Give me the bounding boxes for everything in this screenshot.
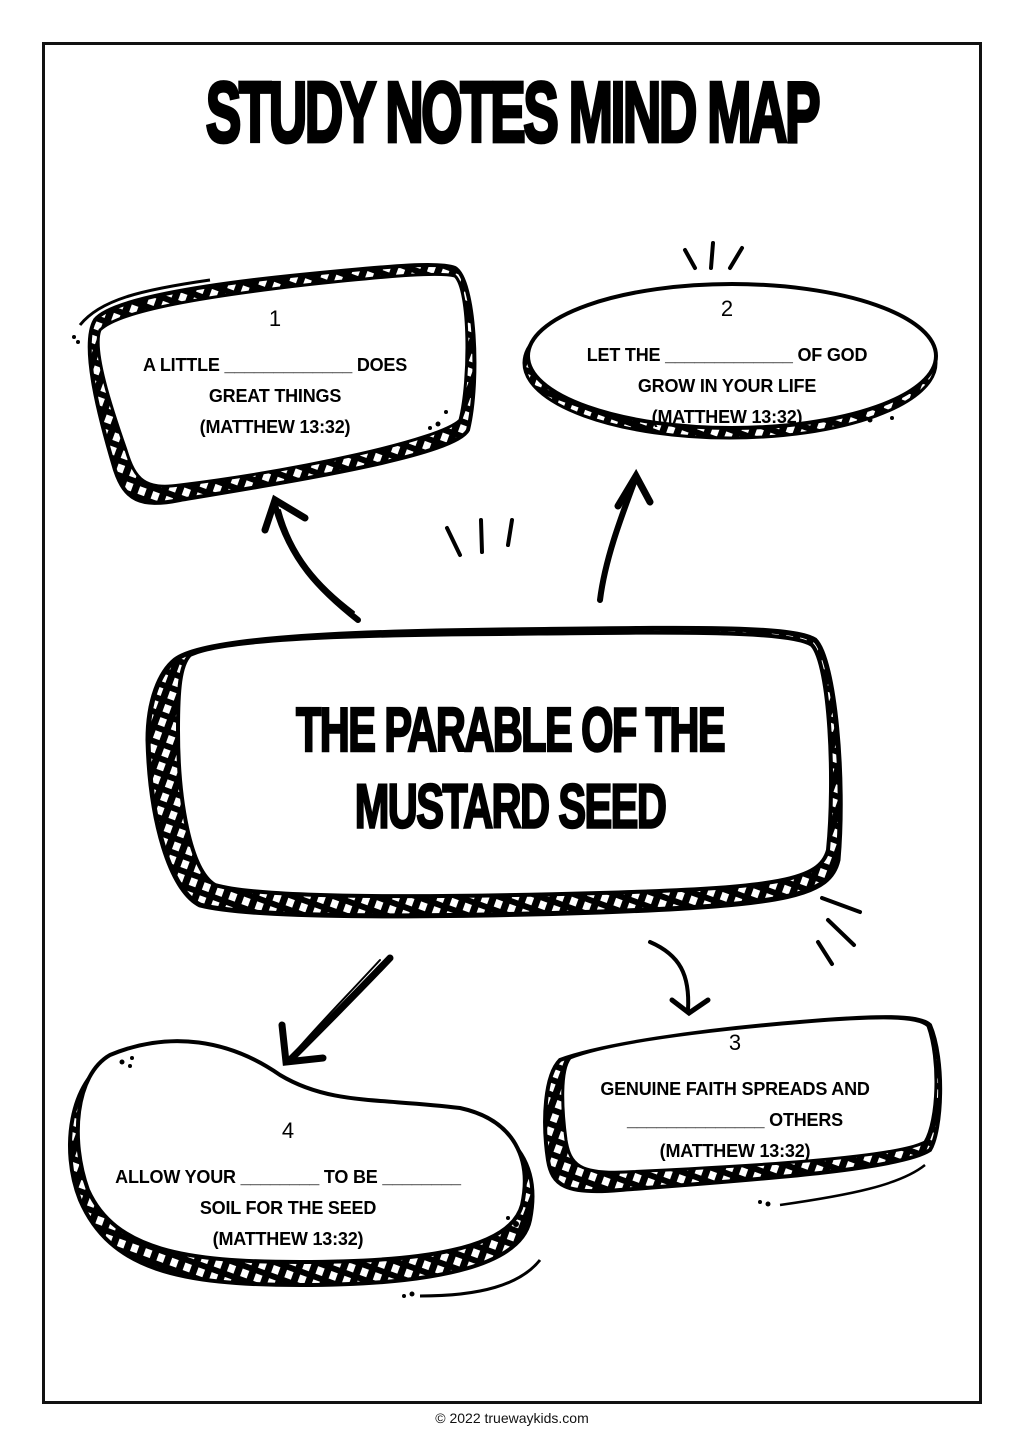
box-1-line-3: (MATTHEW 13:32) [199, 417, 351, 437]
box-3: 3 GENUINE FAITH SPREADS AND ____________… [570, 1032, 900, 1167]
box-4-number: 4 [281, 1118, 295, 1143]
arrow-down-left-icon [278, 954, 394, 1066]
page-title: STUDY NOTES MIND MAP [205, 65, 822, 160]
box-3-line-3: (MATTHEW 13:32) [659, 1141, 811, 1161]
box-1-number: 1 [268, 306, 282, 331]
center-box-frame [145, 625, 843, 919]
box-4: 4 ALLOW YOUR ________ TO BE ________ SOI… [78, 1120, 498, 1255]
emphasis-strokes-right-icon [816, 896, 862, 966]
box-1-line-1: A LITTLE _____________ DOES [142, 355, 408, 375]
box-2-line-3: (MATTHEW 13:32) [651, 407, 803, 427]
copyright-footer: © 2022 truewaykids.com [435, 1410, 589, 1426]
center-topic-line-1: THE PARABLE OF THE [295, 694, 726, 766]
box-1: 1 A LITTLE _____________ DOES GREAT THIN… [110, 308, 440, 443]
box-4-line-1: ALLOW YOUR ________ TO BE ________ [115, 1167, 461, 1187]
arrow-up-right-icon [597, 468, 654, 603]
box-1-frame [72, 262, 477, 505]
center-topic-line-2: MUSTARD SEED [354, 771, 668, 843]
emphasis-strokes-top-icon [445, 518, 514, 557]
box-4-line-3: (MATTHEW 13:32) [212, 1229, 364, 1249]
box-2-frame [522, 241, 938, 440]
box-3-line-2: ______________ OTHERS [627, 1110, 843, 1130]
box-4-line-2: SOIL FOR THE SEED [199, 1198, 377, 1218]
box-2-number: 2 [720, 296, 734, 321]
box-3-number: 3 [728, 1030, 742, 1055]
box-3-line-1: GENUINE FAITH SPREADS AND [600, 1079, 870, 1099]
curved-arrow-up-left-icon [261, 494, 361, 623]
box-2-line-1: LET THE _____________ OF GOD [586, 345, 868, 365]
box-4-frame [68, 1039, 542, 1298]
box-1-line-2: GREAT THINGS [208, 386, 342, 406]
center-topic: THE PARABLE OF THE MUSTARD SEED [246, 692, 774, 846]
curved-arrow-down-right-icon [648, 940, 711, 1017]
box-3-frame [543, 1015, 943, 1207]
box-2-line-2: GROW IN YOUR LIFE [637, 376, 817, 396]
box-2: 2 LET THE _____________ OF GOD GROW IN Y… [560, 298, 894, 433]
page-border [42, 42, 982, 1404]
